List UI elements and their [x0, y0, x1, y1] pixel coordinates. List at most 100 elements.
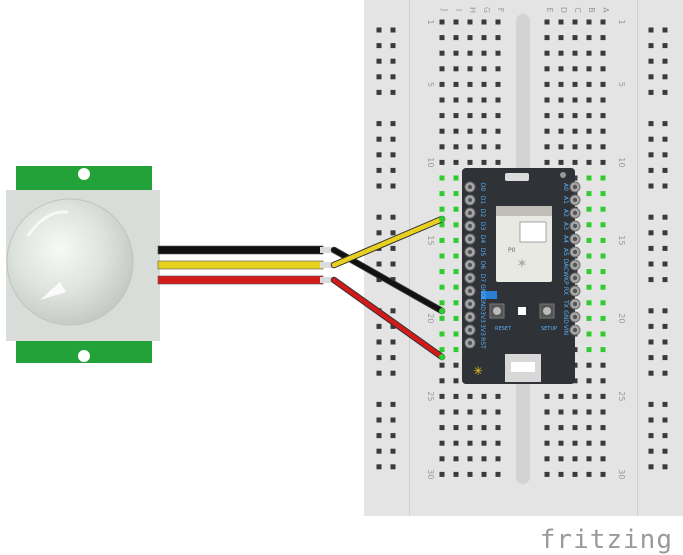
breadboard-hole [600, 191, 606, 197]
row-label: 30 [426, 469, 435, 479]
breadboard-hole [544, 425, 550, 431]
rail-hole [390, 214, 396, 220]
breadboard-hole [439, 393, 445, 399]
breadboard-hole [558, 97, 564, 103]
breadboard-hole [453, 284, 459, 290]
breadboard-hole [453, 347, 459, 353]
breadboard-hole [453, 300, 459, 306]
breadboard-hole [572, 97, 578, 103]
breadboard-hole [558, 440, 564, 446]
board-pin-center [572, 275, 578, 281]
rail-hole [376, 27, 382, 33]
breadboard-hole [467, 113, 473, 119]
breadboard-hole [586, 471, 592, 477]
breadboard-hole [544, 97, 550, 103]
breadboard-hole [586, 409, 592, 415]
board-pin-center [572, 236, 578, 242]
breadboard-hole [439, 300, 445, 306]
board-pin-center [572, 314, 578, 320]
breadboard-hole [467, 456, 473, 462]
rail-hole [376, 464, 382, 470]
rail-hole [376, 152, 382, 158]
breadboard-hole [467, 66, 473, 72]
breadboard-hole [453, 425, 459, 431]
breadboard-hole [467, 81, 473, 87]
row-label: 30 [617, 469, 626, 479]
pin-label: 3V3 [479, 311, 486, 323]
breadboard-hole [600, 331, 606, 337]
breadboard-hole [544, 19, 550, 25]
breadboard-hole [439, 409, 445, 415]
breadboard-hole [481, 81, 487, 87]
rail-hole [376, 214, 382, 220]
breadboard-hole [558, 425, 564, 431]
breadboard-hole [600, 35, 606, 41]
breadboard-hole [481, 144, 487, 150]
breadboard-hole [558, 35, 564, 41]
wires [157, 215, 446, 361]
breadboard-hole [453, 253, 459, 259]
rail-hole [648, 464, 654, 470]
breadboard-hole [572, 128, 578, 134]
rail-hole [376, 448, 382, 454]
breadboard-hole [558, 50, 564, 56]
pin-label: D6 [479, 261, 486, 270]
rail-hole [648, 89, 654, 95]
breadboard-hole [453, 113, 459, 119]
breadboard-hole [467, 35, 473, 41]
breadboard-hole [495, 471, 501, 477]
pin-label: GND [479, 297, 486, 311]
pin-label: DAC [562, 259, 569, 272]
rail-hole [662, 167, 668, 173]
pin-label: VIN [562, 325, 569, 335]
pin-label: D2 [479, 209, 486, 218]
breadboard-hole [558, 409, 564, 415]
breadboard-hole [495, 128, 501, 134]
rail-hole [648, 370, 654, 376]
jumper-endpoint [439, 308, 445, 314]
rail-hole [648, 121, 654, 127]
breadboard-hole [453, 409, 459, 415]
board-pin-center [467, 314, 473, 320]
column-label: D [559, 7, 568, 13]
breadboard-hole [572, 409, 578, 415]
breadboard-hole [495, 113, 501, 119]
breadboard-hole [544, 159, 550, 165]
breadboard-hole [544, 393, 550, 399]
breadboard-hole [467, 19, 473, 25]
column-label: E [545, 7, 554, 12]
breadboard-hole [558, 81, 564, 87]
breadboard-hole [467, 128, 473, 134]
breadboard-hole [600, 81, 606, 87]
breadboard-hole [439, 191, 445, 197]
rail-hole [662, 27, 668, 33]
column-label: F [496, 8, 505, 13]
board-pin-center [572, 262, 578, 268]
ufl-connector [560, 172, 566, 178]
board-pin-center [572, 301, 578, 307]
rail-hole [376, 230, 382, 236]
rail-hole [390, 339, 396, 345]
rail-hole [376, 355, 382, 361]
rail-hole [376, 89, 382, 95]
rail-hole [376, 339, 382, 345]
row-label: 20 [617, 313, 626, 323]
breadboard-hole [467, 144, 473, 150]
rail-hole [648, 277, 654, 283]
breadboard-hole [467, 50, 473, 56]
breadboard-hole [439, 378, 445, 384]
rail-hole [662, 277, 668, 283]
column-label: H [468, 7, 477, 13]
rail-hole [376, 417, 382, 423]
breadboard-hole [439, 253, 445, 259]
breadboard-hole [439, 66, 445, 72]
rail-hole [662, 323, 668, 329]
pin-label: 3V3 [479, 324, 486, 336]
rail-hole [390, 121, 396, 127]
breadboard-hole [544, 409, 550, 415]
breadboard-hole [600, 456, 606, 462]
rail-hole [648, 401, 654, 407]
rail-hole [648, 245, 654, 251]
breadboard-hole [439, 35, 445, 41]
